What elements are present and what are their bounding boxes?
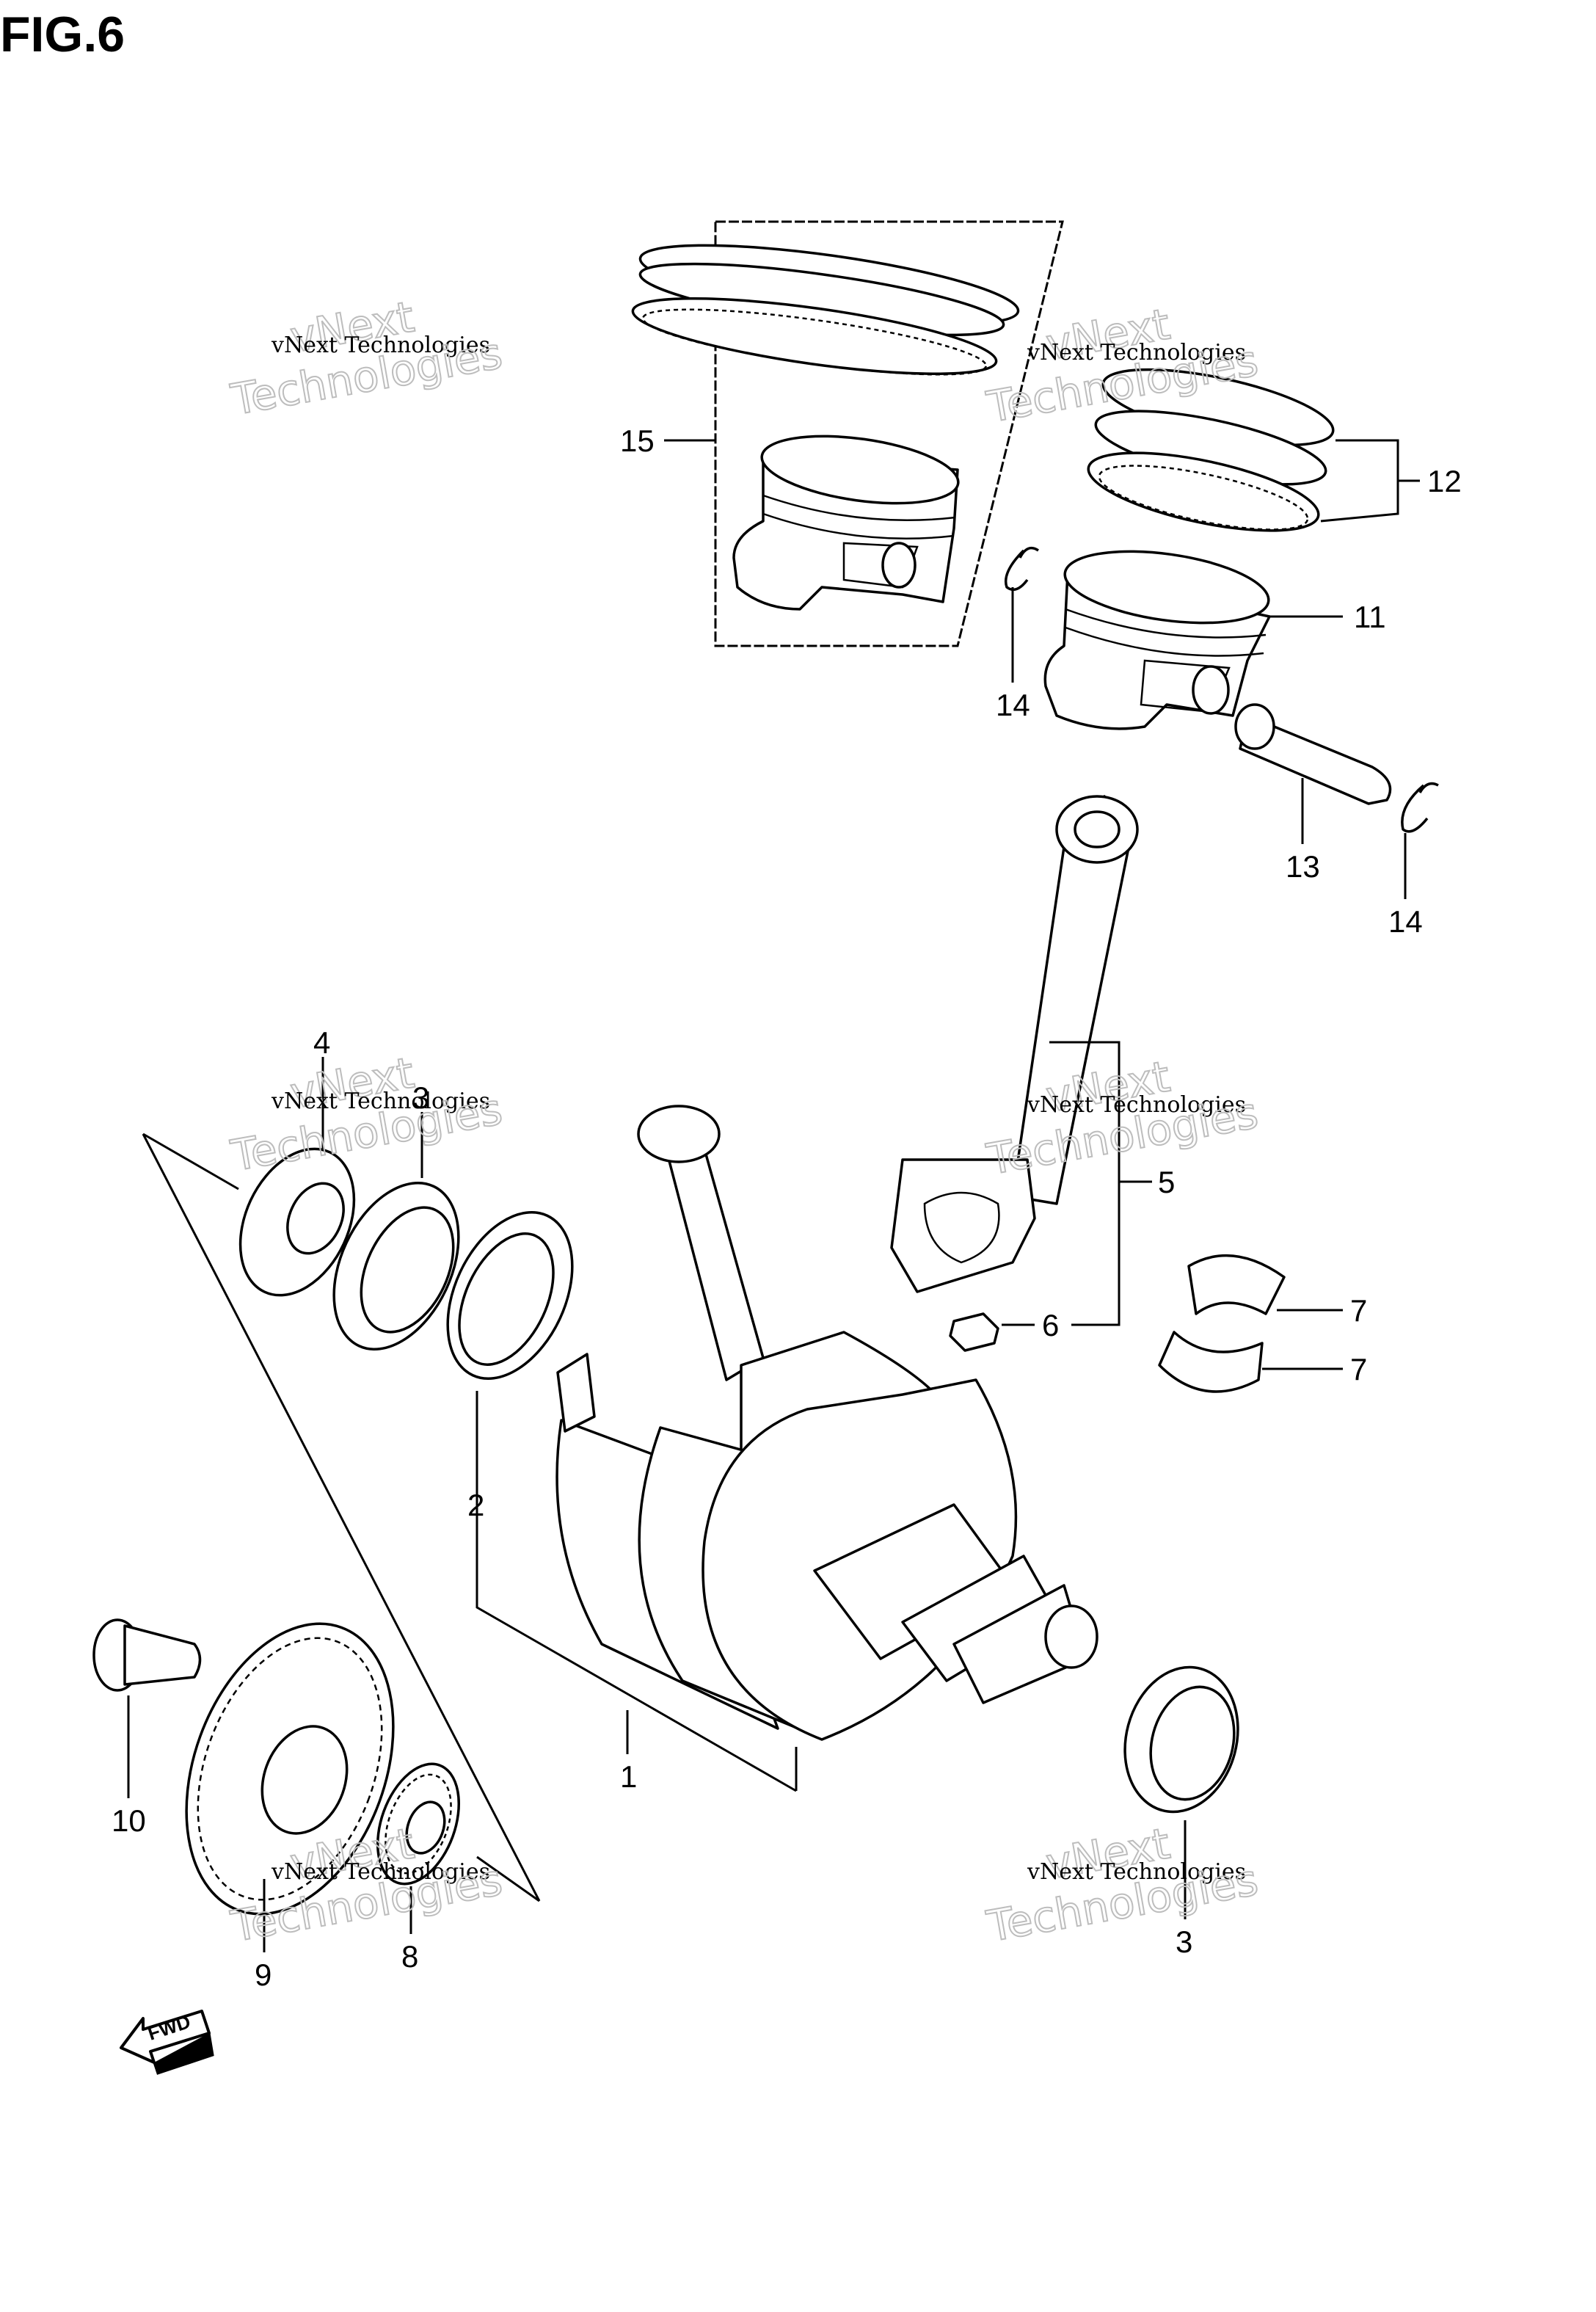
plane-line-bottom	[476, 1855, 540, 1902]
bearing-right	[1123, 1665, 1239, 1919]
small-gear	[376, 1762, 461, 1934]
kit-piston-groove-2	[762, 512, 955, 539]
conrod-nut	[949, 1312, 1035, 1352]
gear-hub	[260, 1725, 349, 1835]
figure-title: FIG.6	[0, 7, 125, 62]
piston-rings	[1087, 368, 1420, 532]
piston-groove-1	[1065, 608, 1267, 639]
kit-piston-groove-1	[762, 494, 956, 521]
bearing-left	[332, 1112, 460, 1351]
callout-8: 8	[401, 1939, 418, 1974]
callout-2: 2	[467, 1488, 484, 1522]
crank-conrod-small-end	[637, 1105, 721, 1163]
watermark-3-line2: vNext Technologies	[271, 1088, 490, 1114]
piston-groove-2	[1065, 626, 1264, 657]
callout-15: 15	[620, 423, 655, 458]
callout-12: 12	[1427, 464, 1462, 498]
callout-7b: 7	[1350, 1352, 1367, 1386]
crank-drive-gear	[556, 1353, 596, 1433]
circlip-upper-end	[1019, 546, 1039, 559]
pin-body	[1239, 714, 1392, 805]
watermark-3: vNext vNext Technologies Technologies	[227, 1047, 507, 1182]
kit-piston-pin-hole	[881, 542, 917, 589]
callout-3b: 3	[1176, 1924, 1192, 1959]
bolt	[92, 1618, 202, 1798]
conrod-big-end	[890, 1158, 1036, 1293]
bearing-upper	[1187, 1254, 1286, 1315]
fwd-arrow-icon: FWD	[120, 2010, 214, 2075]
connecting-rod	[890, 795, 1152, 1326]
watermark-6-line2: vNext Technologies	[1027, 1859, 1246, 1885]
conrod-bracket	[1049, 1041, 1121, 1326]
gear-teeth	[197, 1637, 383, 1901]
callout-4: 4	[313, 1025, 330, 1060]
pin-end	[1234, 703, 1275, 750]
callout-14b: 14	[1388, 904, 1423, 939]
rings-bracket	[1320, 439, 1399, 523]
kit-piston-crown	[760, 435, 960, 505]
callout-3a: 3	[412, 1080, 429, 1115]
watermark-5-line2: vNext Technologies	[271, 1859, 490, 1885]
ring-oil-rail	[1098, 465, 1309, 531]
piston-pin-hole	[1192, 665, 1230, 715]
conrod-small-end-bore	[1074, 810, 1121, 848]
bearing-right-inner	[1149, 1685, 1236, 1801]
seal-inner	[286, 1182, 345, 1255]
circlips	[1005, 546, 1439, 899]
thrust-washer	[446, 1210, 574, 1483]
kit-ring-oil-rail	[642, 308, 987, 376]
watermark-1: vNext vNext Technologies Technologies	[227, 291, 507, 426]
plane-line-top	[142, 1133, 239, 1190]
callout-13: 13	[1286, 849, 1320, 884]
starter-gear	[185, 1622, 395, 1952]
piston-pin	[1234, 703, 1392, 844]
watermark-6: vNext vNext Technologies Technologies	[983, 1817, 1263, 1952]
bearing-lower	[1158, 1331, 1264, 1393]
watermark-2: vNext vNext Technologies Technologies	[983, 298, 1263, 433]
conrod-bearings	[1158, 1254, 1343, 1393]
small-gear-teeth	[385, 1773, 452, 1875]
callout-6: 6	[1042, 1308, 1059, 1342]
bearing-left-inner	[360, 1206, 455, 1334]
plane-line-diagonal	[142, 1133, 541, 1902]
crank-end-face	[1044, 1604, 1098, 1669]
callout-7a: 7	[1350, 1293, 1367, 1328]
circlip-lower-end	[1418, 782, 1439, 793]
piston	[1043, 550, 1343, 730]
conrod-big-end-bore	[923, 1191, 1000, 1264]
ring-oil	[1087, 451, 1320, 532]
circlip-upper	[1005, 549, 1029, 592]
callout-9: 9	[255, 1957, 272, 1992]
callout-10: 10	[112, 1803, 146, 1838]
watermark-1-line2: vNext Technologies	[271, 332, 490, 358]
callout-1: 1	[620, 1759, 637, 1794]
bolt-shank	[123, 1624, 202, 1686]
piston-crown	[1063, 550, 1270, 625]
oil-seal	[238, 1057, 356, 1297]
callout-11: 11	[1354, 600, 1386, 634]
circlip-lower	[1401, 784, 1429, 833]
callout-5: 5	[1158, 1165, 1175, 1199]
washer-inner	[458, 1232, 555, 1366]
piston-kit-assembly	[631, 220, 1064, 647]
nut-body	[949, 1312, 999, 1352]
watermark-4-line2: vNext Technologies	[1027, 1092, 1246, 1118]
small-gear-hub	[405, 1800, 446, 1855]
callout-14a: 14	[996, 688, 1030, 722]
crankshaft	[475, 1105, 1098, 1792]
watermark-2-line2: vNext Technologies	[1027, 340, 1246, 366]
kit-box	[714, 220, 1064, 647]
